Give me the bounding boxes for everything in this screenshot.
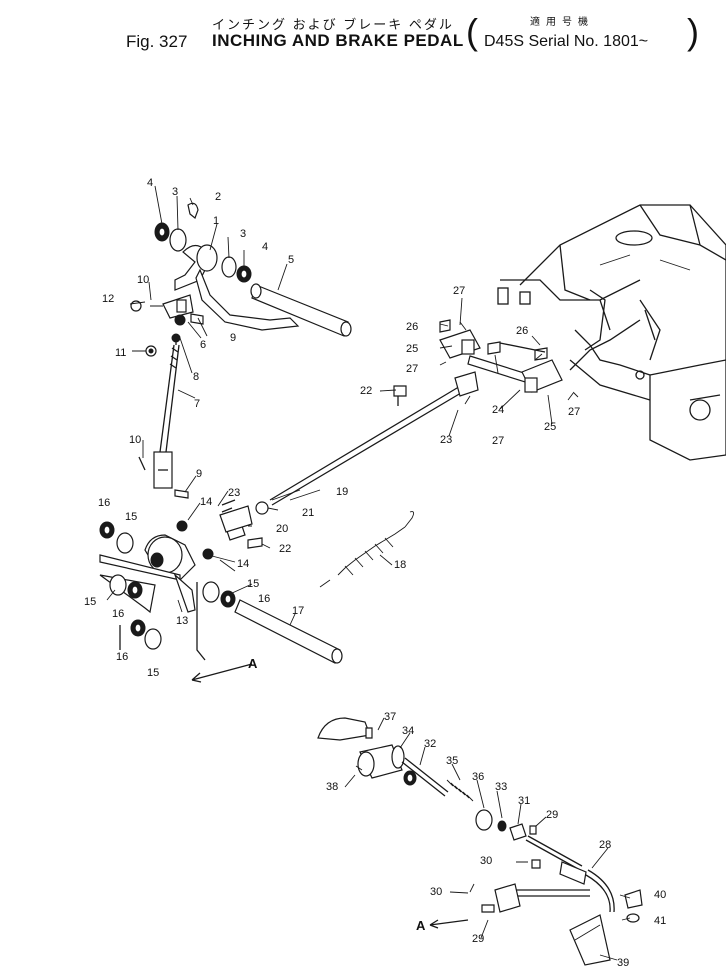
callout-labels: 1 2 3 3 4 4 5 6 7 8 9 9 10 10 11 12 13 1… bbox=[84, 177, 666, 969]
callout-25: 25 bbox=[544, 421, 556, 433]
callout-1: 1 bbox=[213, 215, 219, 227]
callout-29: 29 bbox=[546, 809, 558, 821]
callout-22: 22 bbox=[360, 385, 372, 397]
callout-30: 30 bbox=[430, 886, 442, 898]
serial-number-range: D45S Serial No. 1801~ bbox=[484, 33, 649, 50]
callout-14: 14 bbox=[200, 496, 212, 508]
callout-16: 16 bbox=[112, 608, 124, 620]
callout-3: 3 bbox=[240, 228, 246, 240]
callout-2: 2 bbox=[215, 191, 221, 203]
callout-22: 22 bbox=[279, 543, 291, 555]
view-a-arrows bbox=[191, 582, 469, 929]
callout-30: 30 bbox=[480, 855, 492, 867]
view-a-marker: A bbox=[416, 918, 426, 933]
japanese-title: インチング および ブレーキ ペダル bbox=[212, 17, 454, 32]
callout-23: 23 bbox=[440, 434, 452, 446]
callout-35: 35 bbox=[446, 755, 458, 767]
callout-15: 15 bbox=[147, 667, 159, 679]
callout-14: 14 bbox=[237, 558, 249, 570]
callout-4: 4 bbox=[147, 177, 153, 189]
callout-25: 25 bbox=[406, 343, 418, 355]
callout-15: 15 bbox=[84, 596, 96, 608]
callout-16: 16 bbox=[98, 497, 110, 509]
figure-number: Fig. 327 bbox=[126, 32, 188, 51]
applicable-serial-jp-label: 適用号機 bbox=[530, 17, 594, 28]
callout-18: 18 bbox=[394, 559, 406, 571]
lower-pedal-assembly bbox=[317, 717, 643, 966]
view-a-marker: A bbox=[248, 656, 258, 671]
callout-5: 5 bbox=[288, 254, 294, 266]
callout-4: 4 bbox=[262, 241, 268, 253]
callout-28: 28 bbox=[599, 839, 611, 851]
callout-10: 10 bbox=[129, 434, 141, 446]
callout-9: 9 bbox=[196, 468, 202, 480]
callout-40: 40 bbox=[654, 889, 666, 901]
callout-13: 13 bbox=[176, 615, 188, 627]
callout-8: 8 bbox=[193, 371, 199, 383]
callout-15: 15 bbox=[125, 511, 137, 523]
transmission-housing bbox=[497, 204, 726, 461]
leader-lines bbox=[106, 185, 631, 961]
callout-36: 36 bbox=[472, 771, 484, 783]
callout-21: 21 bbox=[302, 507, 314, 519]
callout-33: 33 bbox=[495, 781, 507, 793]
callout-6: 6 bbox=[200, 339, 206, 351]
lower-pedal-lever-assembly bbox=[99, 519, 343, 664]
callout-16: 16 bbox=[116, 651, 128, 663]
callout-27: 27 bbox=[453, 285, 465, 297]
callout-16: 16 bbox=[258, 593, 270, 605]
callout-19: 19 bbox=[336, 486, 348, 498]
figure-title: INCHING AND BRAKE PEDAL bbox=[212, 31, 464, 50]
callout-38: 38 bbox=[326, 781, 338, 793]
callout-17: 17 bbox=[292, 605, 304, 617]
callout-9: 9 bbox=[230, 332, 236, 344]
callout-27: 27 bbox=[568, 406, 580, 418]
callout-15: 15 bbox=[247, 578, 259, 590]
callout-27: 27 bbox=[406, 363, 418, 375]
callout-37: 37 bbox=[384, 711, 396, 723]
vertical-rod-assembly bbox=[138, 333, 189, 499]
callout-34: 34 bbox=[402, 725, 414, 737]
callout-23: 23 bbox=[228, 487, 240, 499]
callout-39: 39 bbox=[617, 957, 629, 969]
callout-12: 12 bbox=[102, 293, 114, 305]
callout-20: 20 bbox=[276, 523, 288, 535]
callout-24: 24 bbox=[492, 404, 504, 416]
right-bracket: ) bbox=[687, 11, 699, 52]
left-bracket: ( bbox=[466, 11, 478, 52]
upper-bracket-assembly bbox=[439, 319, 641, 405]
callout-10: 10 bbox=[137, 274, 149, 286]
callout-27: 27 bbox=[492, 435, 504, 447]
callout-3: 3 bbox=[172, 186, 178, 198]
linkage-rod-assembly bbox=[219, 371, 479, 588]
callout-31: 31 bbox=[518, 795, 530, 807]
callout-26: 26 bbox=[516, 325, 528, 337]
callout-41: 41 bbox=[654, 915, 666, 927]
callout-11: 11 bbox=[115, 347, 126, 359]
callout-32: 32 bbox=[424, 738, 436, 750]
callout-7: 7 bbox=[194, 398, 200, 410]
callout-29: 29 bbox=[472, 933, 484, 945]
upper-pedal-shaft-assembly bbox=[130, 202, 352, 337]
callout-26: 26 bbox=[406, 321, 418, 333]
